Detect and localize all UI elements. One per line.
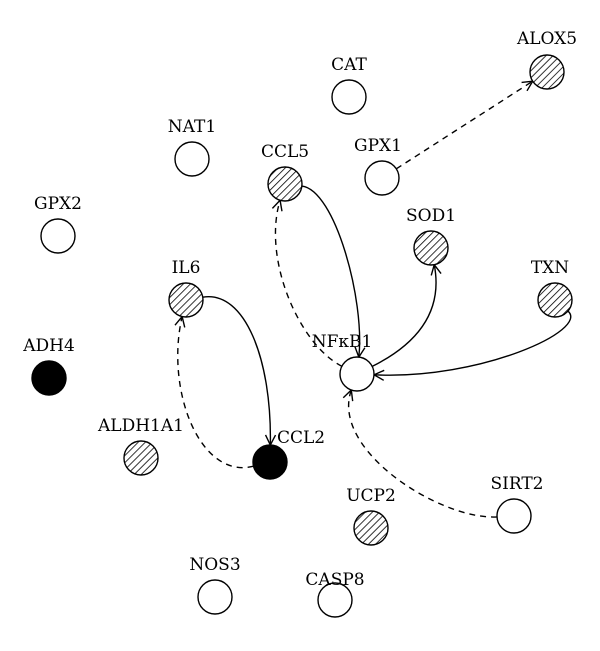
node-circle <box>317 582 353 618</box>
edges <box>178 81 572 518</box>
node-label: SOD1 <box>406 206 456 226</box>
node-label: ADH4 <box>22 336 75 356</box>
node-circle <box>31 360 67 396</box>
node-gpx1: GPX1 <box>354 136 402 196</box>
edge-txn-to-nfkb1 <box>374 310 572 375</box>
node-nfkb1: NFκB1 <box>312 332 375 392</box>
node-circle <box>339 356 375 392</box>
node-circle <box>168 282 204 318</box>
node-circle <box>529 54 565 90</box>
node-label: UCP2 <box>346 486 396 506</box>
node-label: SIRT2 <box>490 474 543 494</box>
node-casp8: CASP8 <box>305 570 365 618</box>
node-label: CCL5 <box>261 142 309 162</box>
node-ccl5: CCL5 <box>261 142 309 202</box>
node-circle <box>353 510 389 546</box>
node-label: GPX1 <box>354 136 402 156</box>
node-circle <box>123 440 159 476</box>
node-label: CCL2 <box>277 428 325 448</box>
node-label: ALDH1A1 <box>97 416 184 436</box>
node-circle <box>537 282 573 318</box>
edge-nfkb1-to-ccl5 <box>275 200 343 367</box>
node-label: GPX2 <box>34 194 82 214</box>
node-circle <box>40 218 76 254</box>
node-circle <box>496 498 532 534</box>
node-ucp2: UCP2 <box>346 486 396 546</box>
edge-ccl5-to-nfkb1 <box>301 185 360 357</box>
node-label: CAT <box>331 55 367 75</box>
node-adh4: ADH4 <box>22 336 75 396</box>
node-ccl2: CCL2 <box>252 428 325 480</box>
node-circle <box>197 579 233 615</box>
edge-ccl2-to-il6 <box>178 317 254 469</box>
node-circle <box>252 444 288 480</box>
node-sirt2: SIRT2 <box>490 474 544 534</box>
node-label: NFκB1 <box>312 332 373 352</box>
node-aldh1a1: ALDH1A1 <box>97 416 184 476</box>
node-label: NOS3 <box>189 555 240 575</box>
node-txn: TXN <box>531 258 573 318</box>
node-label: CASP8 <box>305 570 364 590</box>
node-nos3: NOS3 <box>189 555 241 615</box>
node-gpx2: GPX2 <box>34 194 82 254</box>
node-sod1: SOD1 <box>406 206 456 266</box>
node-cat: CAT <box>331 55 368 115</box>
node-circle <box>364 160 400 196</box>
node-circle <box>267 166 303 202</box>
node-label: IL6 <box>172 258 201 278</box>
edge-gpx1-to-alox5 <box>395 81 532 170</box>
node-nat1: NAT1 <box>168 117 216 177</box>
edge-il6-to-ccl2 <box>202 296 271 445</box>
edge-nfkb1-to-sod1 <box>371 265 436 368</box>
node-alox5: ALOX5 <box>516 29 577 90</box>
node-label: NAT1 <box>168 117 216 137</box>
node-label: ALOX5 <box>516 29 577 49</box>
node-circle <box>174 141 210 177</box>
node-il6: IL6 <box>168 258 204 318</box>
node-circle <box>331 79 367 115</box>
node-label: TXN <box>531 258 569 278</box>
node-circle <box>413 230 449 266</box>
edge-sirt2-to-nfkb1 <box>349 390 498 518</box>
